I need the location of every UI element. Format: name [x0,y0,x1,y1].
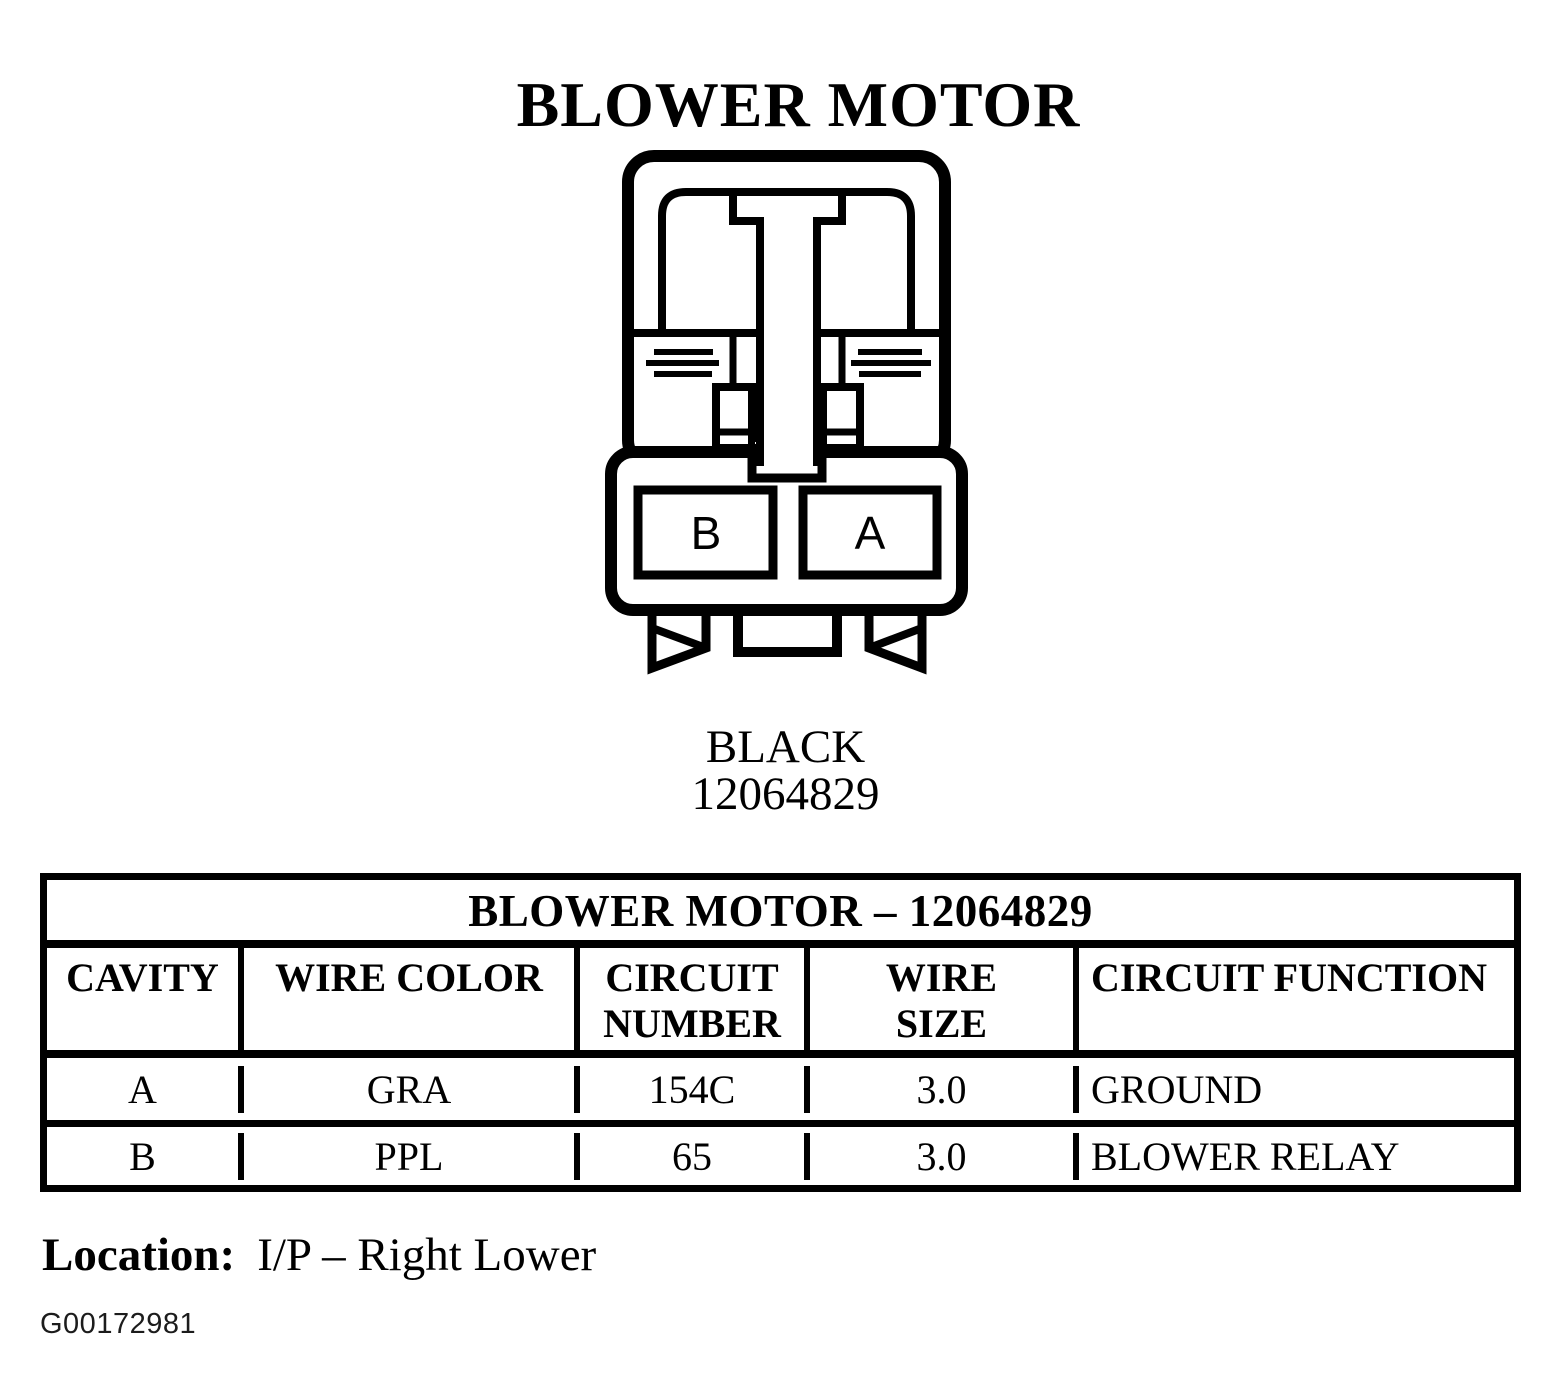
location-line: Location: I/P – Right Lower [42,1228,596,1282]
connector-upper-body [622,150,951,472]
foot-right-fold-line [867,624,924,652]
notch-gap [755,442,819,474]
cavity-a-box [798,485,942,580]
lock-tab-right [819,383,864,452]
cell-wire-color: PPL [244,1132,580,1180]
cell-wire-size: 3.0 [810,1065,1079,1113]
table-row: A GRA 154C 3.0 GROUND [47,1058,1514,1127]
cell-circuit-function: GROUND [1091,1066,1263,1112]
terminal-slot-lines [729,333,846,388]
cell-wire-size: 3.0 [810,1132,1079,1180]
column-header-circuit-function: CIRCUIT FUNCTION [1091,955,1487,1000]
wiring-table: BLOWER MOTOR – 12064829 CAVITY WIRE COLO… [40,873,1521,1192]
connector-inner-outline [658,188,915,336]
column-header-circuit-number: CIRCUIT NUMBER [580,948,810,1050]
column-header-wire-color: WIRE COLOR [244,948,580,1050]
location-value: I/P – Right Lower [257,1229,597,1281]
hatch-lines-right [851,349,931,377]
table-row: B PPL 65 3.0 BLOWER RELAY [47,1127,1514,1185]
cavity-b-label: B [691,507,722,559]
connector-color-label: BLACK [705,721,866,773]
center-notch-channel [756,442,821,466]
connector-part-number: 12064829 [691,768,880,820]
foot-left-fold-line [650,624,708,652]
cell-cavity: A [47,1065,244,1113]
location-label: Location: [42,1229,236,1281]
cell-circuit-function: BLOWER RELAY [1091,1133,1400,1179]
hatch-lines-left [646,349,719,377]
cavity-b-box [633,485,778,580]
column-header-cavity: CAVITY [47,948,244,1050]
lock-tab-left [712,383,756,452]
cell-circuit-number: 65 [580,1132,810,1180]
page-title: BLOWER MOTOR [516,69,1081,140]
cavity-a-label: A [855,507,886,559]
center-notch [747,444,827,483]
cell-cavity: B [47,1132,244,1180]
table-title: BLOWER MOTOR – 12064829 [47,880,1514,948]
figure-id: G00172981 [40,1308,197,1340]
column-header-wire-size: WIRE SIZE [810,948,1079,1050]
cell-wire-color: GRA [244,1065,580,1113]
table-header-row: CAVITY WIRE COLOR CIRCUIT NUMBER WIRE SI… [47,948,1514,1058]
connector-diagram: B A [605,150,968,675]
cell-circuit-number: 154C [580,1065,810,1113]
